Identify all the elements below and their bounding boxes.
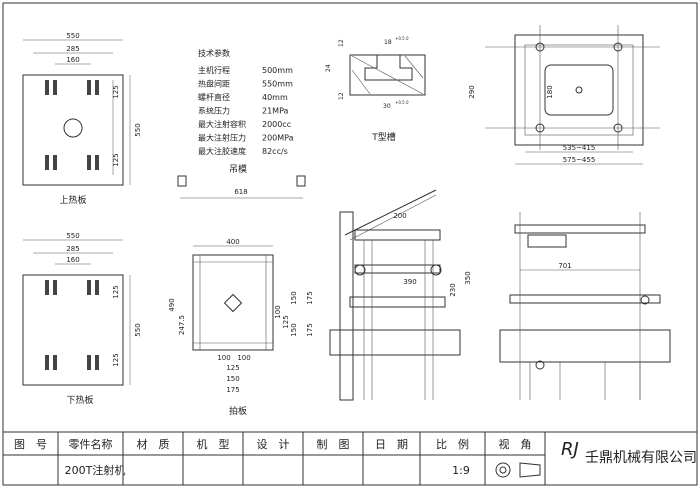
tslot-caption: T型槽 [371, 131, 396, 143]
title-block-header: 零件名称 [69, 437, 113, 451]
side-view-dim-701: 701 [558, 262, 571, 270]
spec-value: 550mm [262, 80, 293, 89]
pull-plate-dim-b125: 125 [226, 364, 239, 372]
tslot-d12: 12 [338, 39, 345, 47]
pull-plate-dim-r175b: 175 [306, 323, 314, 336]
front-view-dim-200: 200 [393, 212, 406, 220]
title-block-header: 比 例 [436, 437, 469, 451]
upper-plate-dim-right-b: 125 [112, 153, 120, 166]
pull-plate-dim-r175a: 175 [306, 291, 314, 304]
title-block: 图 号 零件名称 材 质 机 型 设 计 制 图 日 期 比 例 视 角 200T注射机 1:9… [2, 431, 697, 485]
upper-plate-dim-right-a: 125 [112, 85, 120, 98]
pull-plate-dim-b100b: 100 [237, 354, 250, 362]
company-logo-mark: RJ [561, 439, 579, 460]
machine-front-view: 200 390 230 350 [329, 189, 472, 401]
tslot-view: 12 24 18 +0.5 0 30 +0.5 0 12 T型槽 [325, 36, 426, 143]
pull-plate-dim-r100a: 100 [274, 305, 282, 318]
spec-label: 最大注胶速度 [198, 146, 246, 156]
lifting-mold-dim: 618 [234, 188, 247, 196]
title-block-header: 材 质 [137, 437, 170, 451]
spec-value: 2000cc [262, 120, 291, 129]
spec-value: 500mm [262, 66, 293, 75]
pull-plate-dim-left-inner: 247.5 [178, 315, 186, 335]
spec-value: 21MPa [262, 107, 289, 116]
top-view-dim-w1: 535~415 [563, 144, 596, 152]
pull-plate-dim-top: 400 [226, 238, 239, 246]
part-name-value: 200T注射机 [65, 463, 126, 477]
top-view-dim-w2: 575~455 [563, 156, 596, 164]
tslot-d18-tol: +0.5 0 [395, 36, 409, 41]
upper-plate-dim-w: 550 [66, 32, 79, 40]
spec-title: 技术参数 [198, 48, 230, 58]
pull-plate-view: 400 490 247.5 150 175 100 125 150 175 10… [168, 238, 314, 417]
pull-plate-dim-r150b: 150 [290, 323, 298, 336]
spec-value: 82cc/s [262, 147, 288, 156]
spec-value: 200MPa [262, 134, 294, 143]
upper-plate-dim-h: 550 [134, 123, 142, 136]
projection-symbol-icon [495, 462, 541, 478]
lower-plate-dim-h: 550 [134, 323, 142, 336]
lower-hot-plate-view: 550 285 160 125 125 550 下热板 [22, 232, 142, 406]
top-view-dim-inner: 180 [546, 85, 554, 98]
lower-plate-dim-w: 550 [66, 232, 79, 240]
spec-table: 技术参数 主机行程 500mm 热盘间距 550mm 螺杆直径 40mm 系统压力 21MPa… [198, 48, 294, 156]
lifting-mold-caption: 吊模 [229, 164, 247, 175]
spec-label: 系统压力 [198, 106, 230, 116]
spec-label: 螺杆直径 [198, 92, 230, 102]
pull-plate-dim-b175: 175 [226, 386, 239, 394]
title-block-header: 机 型 [197, 437, 230, 451]
upper-plate-caption: 上热板 [59, 194, 86, 206]
company-name: 壬鼎机械有限公司 [585, 450, 697, 466]
tslot-d24: 24 [325, 64, 332, 72]
spec-value: 40mm [262, 93, 288, 102]
upper-plate-dim-slot: 160 [66, 56, 79, 64]
lower-plate-dim-slot: 160 [66, 256, 79, 264]
spec-label: 主机行程 [198, 65, 230, 75]
front-view-dim-390: 390 [403, 278, 416, 286]
lower-plate-dim-right-b: 125 [112, 353, 120, 366]
machine-top-view: 290 180 535~415 575~455 [468, 25, 660, 165]
pull-plate-dim-left: 490 [168, 298, 176, 311]
front-view-dim-350: 350 [464, 271, 472, 284]
machine-side-view: 701 [499, 212, 671, 400]
top-view-dim-h: 290 [468, 85, 476, 98]
spec-label: 最大注射容积 [198, 119, 246, 129]
spec-label: 最大注射压力 [198, 133, 246, 143]
title-block-header: 制 图 [317, 438, 350, 451]
scale-value: 1:9 [452, 464, 470, 477]
lower-plate-dim-inner: 285 [66, 245, 79, 253]
tslot-d18: 18 [384, 39, 392, 46]
title-block-header: 图 号 [14, 438, 47, 451]
front-view-dim-230: 230 [449, 283, 457, 296]
lifting-mold-view: 吊模 618 [177, 164, 306, 199]
title-block-header: 设 计 [257, 438, 290, 451]
pull-plate-caption: 拍板 [229, 405, 247, 417]
pull-plate-dim-r150a: 150 [290, 291, 298, 304]
title-block-header: 视 角 [499, 437, 532, 451]
upper-hot-plate-view: 550 285 160 125 125 550 上热板 [22, 32, 142, 206]
tslot-d30: 30 [383, 103, 391, 110]
lower-plate-caption: 下热板 [66, 394, 93, 406]
lower-plate-dim-right-a: 125 [112, 285, 120, 298]
pull-plate-dim-r125: 125 [282, 315, 290, 328]
pull-plate-dim-b150: 150 [226, 375, 239, 383]
spec-label: 热盘间距 [198, 79, 230, 89]
tslot-d12b: 12 [338, 92, 345, 100]
upper-plate-dim-inner: 285 [66, 45, 79, 53]
tslot-d30-tol: +0.5 0 [395, 100, 409, 105]
title-block-header: 日 期 [375, 438, 408, 451]
pull-plate-dim-b100a: 100 [217, 354, 230, 362]
